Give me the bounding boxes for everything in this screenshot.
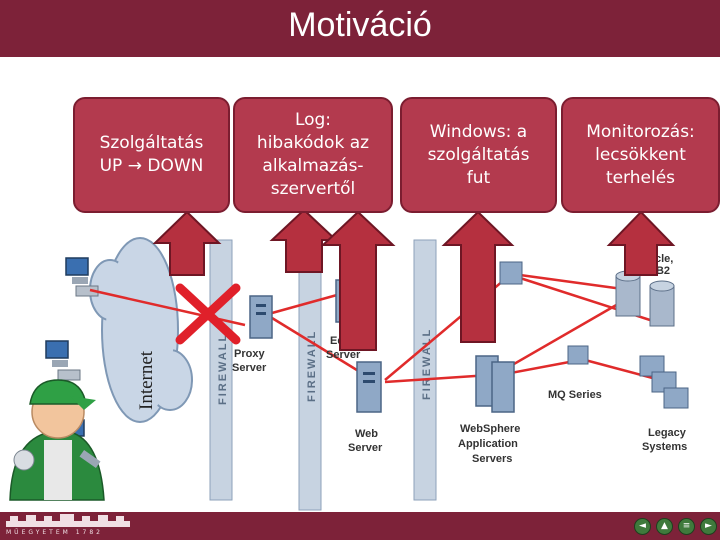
arrow-up-icon — [441, 210, 515, 343]
nav-prev-button[interactable]: ◄ — [634, 518, 651, 535]
svg-text:FIREWALL: FIREWALL — [421, 328, 433, 400]
nav-next-button[interactable]: ► — [700, 518, 717, 535]
svg-text:Servers: Servers — [472, 453, 512, 465]
app-server-label: WebSphere — [460, 423, 520, 435]
firewall-1: FIREWALL — [209, 239, 233, 501]
callout-windows: Windows: a szolgáltatás fut — [400, 97, 557, 213]
callout-monitoring: Monitorozás: lecsökkent terhelés — [561, 97, 720, 213]
svg-text:Application: Application — [458, 438, 518, 450]
svg-text:FIREWALL: FIREWALL — [306, 330, 318, 402]
callout-log: Log: hibakódok az alkalmazás- szervertől — [233, 97, 393, 213]
footer-text: MŰEGYETEM 1782 — [6, 529, 103, 536]
client-computer-icon — [45, 340, 81, 381]
mq-server-icon — [499, 261, 589, 365]
university-logo-icon — [6, 514, 130, 527]
web-server-icon — [356, 361, 382, 413]
internet-cloud: Internet — [89, 237, 193, 423]
svg-text:Server: Server — [348, 442, 383, 454]
nav-home-button[interactable]: ▲ — [656, 518, 673, 535]
app-server-icon — [475, 355, 515, 413]
legacy-label: Legacy — [648, 427, 687, 439]
callout-service-status: Szolgáltatás UP → DOWN — [73, 97, 230, 213]
web-server-label: Web — [355, 428, 378, 440]
mq-label: MQ Series — [548, 389, 602, 401]
firewall-3: FIREWALL — [413, 239, 437, 501]
svg-text:Server: Server — [232, 362, 267, 374]
proxy-label: Proxy — [234, 348, 265, 360]
firewall-2: FIREWALL — [298, 239, 322, 511]
title-bar: Motiváció — [0, 0, 720, 57]
slide-title: Motiváció — [288, 6, 432, 44]
failure-x-icon — [175, 283, 241, 345]
client-computer-icon — [65, 257, 99, 297]
arrow-up-icon — [320, 210, 396, 351]
svg-text:Server: Server — [326, 349, 361, 361]
svg-text:FIREWALL: FIREWALL — [217, 333, 229, 405]
svg-text:Systems: Systems — [642, 441, 687, 453]
footer-bar: MŰEGYETEM 1782 — [0, 512, 720, 540]
legacy-systems-icon — [639, 355, 689, 409]
arrow-up-icon — [152, 210, 222, 276]
arrow-up-icon — [269, 208, 339, 273]
database-icon — [615, 270, 675, 327]
internet-label: Internet — [136, 350, 157, 410]
arrow-up-icon — [606, 210, 676, 276]
technician-avatar — [9, 379, 105, 501]
nav-menu-button[interactable]: ≡ — [678, 518, 695, 535]
proxy-server-icon — [249, 295, 273, 339]
